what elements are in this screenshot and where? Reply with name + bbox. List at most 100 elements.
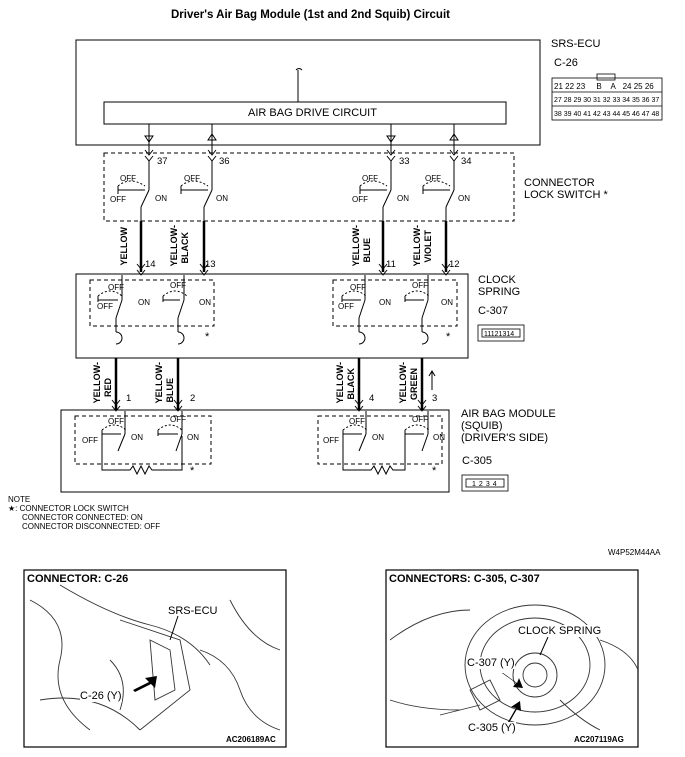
clock-spring-star: * (205, 331, 210, 343)
lock-sw-off-3: OFF (362, 174, 378, 183)
note-heading: NOTE (8, 495, 31, 504)
note-line-1: ★: CONNECTOR LOCK SWITCH (8, 504, 129, 513)
clock-spring-label-2: SPRING (478, 286, 521, 298)
page-title: Driver's Air Bag Module (1st and 2nd Squ… (171, 9, 450, 21)
cs-pin-12: 12 (449, 259, 460, 270)
lock-sw-on-4: ON (458, 194, 470, 203)
panel-left-illustration (29, 584, 281, 731)
lock-sw-off-1b: OFF (110, 195, 126, 204)
cs-off-1b: OFF (97, 302, 113, 311)
wire-label-2b: BLUE (165, 378, 175, 403)
panel-left-frame (23, 569, 287, 748)
ab-on-2: ON (187, 433, 199, 442)
note-line-3: CONNECTOR DISCONNECTED: OFF (22, 522, 161, 531)
wire-label-4b: BLACK (346, 368, 356, 400)
wire-label-2a: YELLOW- (154, 362, 164, 404)
cs-on-2: ON (199, 298, 211, 307)
ab-on-1: ON (131, 433, 143, 442)
panel-left-srs-ecu: SRS-ECU (168, 605, 218, 617)
lock-sw-off-2: OFF (184, 174, 200, 183)
c26-pin-row-2: 27 28 29 30 31 32 33 34 35 36 37 (554, 97, 660, 104)
ecu-pin-36: 36 (219, 156, 230, 167)
arrow-c305-icon (508, 701, 521, 723)
ecu-pin-33: 33 (399, 156, 410, 167)
airbag-star-2: * (432, 465, 437, 477)
c307-label: C-307 (478, 305, 508, 317)
arrow-c26-icon (133, 676, 157, 692)
ecu-pin-37: 37 (157, 156, 168, 167)
ab-off-3b: OFF (323, 436, 339, 445)
ab-pin-1: 1 (126, 393, 132, 404)
ab-pin-4: 4 (369, 393, 375, 404)
panel-right-clock-spring: CLOCK SPRING (518, 625, 602, 637)
wire-label-12a: YELLOW- (412, 225, 422, 267)
cs-off-3b: OFF (338, 302, 354, 311)
airbag-star-1: * (190, 465, 195, 477)
panel-left-c26: C-26 (Y) (80, 690, 122, 702)
clock-spring-label-1: CLOCK (478, 274, 516, 286)
clock-spring-box (75, 273, 469, 359)
ab-on-3: ON (372, 433, 384, 442)
wire-label-1a: YELLOW- (92, 362, 102, 404)
ab-pin-2: 2 (190, 393, 196, 404)
wire-label-13b: BLACK (180, 232, 190, 264)
drive-circuit-label: AIR BAG DRIVE CIRCUIT (248, 107, 377, 119)
diagram-code: W4P52M44AA (608, 548, 661, 557)
wire-label-11a: YELLOW- (351, 225, 361, 267)
lock-sw-off-1: OFF (120, 174, 136, 183)
cs-on-4: ON (441, 298, 453, 307)
ab-pin-3: 3 (432, 393, 438, 404)
panel-right-c307: C-307 (Y) (467, 657, 515, 669)
wire-label-3a: YELLOW- (398, 362, 408, 404)
ab-on-4: ON (433, 433, 445, 442)
wire-label-11b: BLUE (362, 238, 372, 263)
srs-ecu-box (75, 39, 541, 146)
cs-off-3: OFF (350, 283, 366, 292)
c305-pins: 1234 (472, 481, 500, 488)
clock-spring-star-2: * (446, 331, 451, 343)
arrow-c307-icon (502, 673, 523, 688)
lock-sw-on-3: ON (397, 194, 409, 203)
panel-right-frame (385, 569, 639, 748)
srs-ecu-label: SRS-ECU (551, 38, 601, 50)
wire-label-12b: VIOLET (423, 230, 433, 263)
c305-connector-face (461, 474, 509, 492)
airbag-label-2: (SQUIB) (461, 420, 503, 432)
ab-off-4: OFF (412, 415, 428, 424)
airbag-label-1: AIR BAG MODULE (461, 408, 556, 420)
cs-off-4: OFF (412, 281, 428, 290)
drive-circuit-box (103, 101, 507, 125)
connector-lock-box (103, 152, 515, 222)
wire-label-3b: GREEN (409, 368, 419, 401)
lock-sw-on-2: ON (216, 194, 228, 203)
c26-connector-face (551, 73, 663, 121)
airbag-module-box (60, 409, 450, 493)
ab-off-2: OFF (170, 415, 186, 424)
panel-right-heading: CONNECTORS: C-305, C-307 (389, 573, 540, 585)
lock-sw-off-3b: OFF (352, 195, 368, 204)
wire-label-1b: RED (103, 378, 113, 398)
cs-on-1: ON (138, 298, 150, 307)
panel-left-heading: CONNECTOR: C-26 (27, 573, 129, 585)
connector-lock-label-1: CONNECTOR (524, 177, 595, 189)
wire-label-13a: YELLOW- (169, 225, 179, 267)
cs-off-2: OFF (170, 281, 186, 290)
c307-pins: 11121314 (484, 331, 515, 338)
ecu-pin-34: 34 (461, 156, 472, 167)
connector-lock-label-2: LOCK SWITCH * (524, 189, 608, 201)
c305-label: C-305 (462, 455, 492, 467)
cs-pin-11: 11 (386, 259, 396, 270)
panel-left-code: AC206189AC (226, 735, 276, 744)
ab-off-3: OFF (349, 417, 365, 426)
panel-right-illustration (389, 604, 639, 731)
c26-label: C-26 (554, 57, 578, 69)
c307-connector-face (477, 324, 525, 342)
wire-label-14: YELLOW (119, 227, 129, 266)
ab-off-1b: OFF (82, 436, 98, 445)
c26-pin-row-3: 38 39 40 41 42 43 44 45 46 47 48 (554, 111, 660, 118)
ab-off-1: OFF (108, 417, 124, 426)
panel-right-c305: C-305 (Y) (468, 722, 516, 734)
cs-pin-14: 14 (145, 259, 156, 270)
cs-pin-13: 13 (205, 259, 216, 270)
